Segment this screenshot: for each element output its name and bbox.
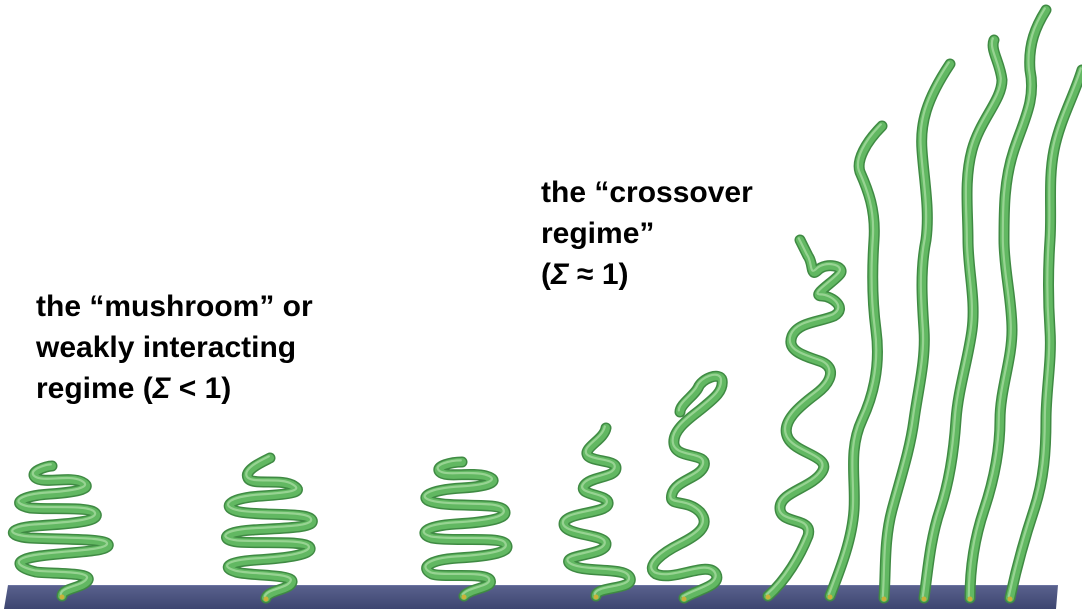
polymer-chain-brush-5 <box>1004 64 1082 604</box>
graft-anchors <box>59 594 1013 602</box>
mushroom-label-suffix: < 1) <box>170 372 232 405</box>
crossover-label-line-1: the “crossover <box>541 176 753 209</box>
polymer-chain-brush-3 <box>918 34 1008 604</box>
polymer-chain-crossover <box>762 234 847 602</box>
polymer-chain-brush-2 <box>878 58 956 604</box>
mushroom-label-prefix: regime ( <box>36 372 153 405</box>
crossover-label-suffix: ≈ 1) <box>568 258 629 291</box>
crossover-label-prefix: ( <box>541 258 551 291</box>
polymer-chain-brush-1 <box>824 120 888 602</box>
polymer-chain-coil-1 <box>8 460 114 602</box>
polymer-chain-mid-2 <box>646 370 728 604</box>
polymer-chain-coil-2 <box>221 452 318 604</box>
mushroom-label-line-3: regime (Σ < 1) <box>36 368 313 409</box>
mushroom-label-line-2: weakly interacting <box>36 331 297 364</box>
polymer-chain-coil-3 <box>419 456 513 602</box>
crossover-label-line-3: (Σ ≈ 1) <box>541 254 753 295</box>
polymer-chain-mid-1 <box>558 422 636 602</box>
mushroom-regime-label: the “mushroom” or weakly interacting reg… <box>36 286 313 409</box>
crossover-label-line-2: regime” <box>541 217 655 250</box>
crossover-regime-label: the “crossover regime” (Σ ≈ 1) <box>541 172 753 295</box>
grafting-surface <box>4 585 1058 609</box>
mushroom-label-line-1: the “mushroom” or <box>36 290 313 323</box>
sigma-symbol: Σ <box>551 258 569 291</box>
sigma-symbol: Σ <box>152 372 171 405</box>
polymer-chain-brush-4 <box>964 4 1052 604</box>
